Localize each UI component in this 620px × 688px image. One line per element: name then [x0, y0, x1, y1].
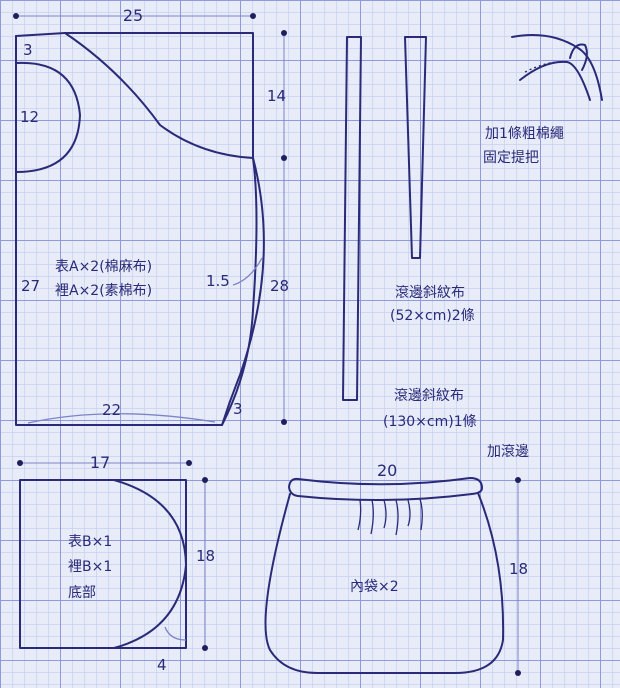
- binding-strip-short: [404, 36, 427, 259]
- binding-strip-long: [342, 36, 362, 401]
- inner-pocket-gather-5: [407, 499, 411, 527]
- piece-a-handle-opening-curve: [15, 61, 81, 173]
- inner-pocket-gathers: [357, 498, 423, 536]
- inner-pocket-gather-3: [383, 499, 387, 529]
- piece-a-height-label: 27: [21, 277, 40, 295]
- piece-b-corner-label: 4: [157, 656, 167, 674]
- piece-b-height-dim-dot-bottom: [202, 645, 208, 651]
- handle-rope-outer: [511, 34, 603, 101]
- piece-a-name-inner: 裡A×2(素棉布): [55, 282, 152, 299]
- handle-rope-inner: [519, 60, 591, 101]
- piece-b-width-dim-dot-right: [186, 460, 192, 466]
- piece-a-side-curve: [221, 157, 265, 426]
- piece-a-side-dim-dot-bottom: [281, 419, 287, 425]
- handle-rope-end-loop: [569, 43, 588, 71]
- inner-pocket-gather-1: [357, 499, 362, 531]
- handle-stitch-line: [524, 61, 561, 73]
- piece-b-width-label: 17: [90, 453, 110, 472]
- piece-a-side-dim-dot-top: [281, 30, 287, 36]
- binding-strip-short-label-line1: 滾邊斜紋布: [395, 285, 465, 301]
- piece-a-curve-guide-arc: [232, 257, 263, 286]
- inner-pocket-name: 內袋×2: [350, 579, 399, 595]
- handle-note-line1: 加1條粗棉繩: [485, 125, 564, 142]
- inner-pocket-height-label: 18: [509, 560, 528, 578]
- inner-pocket-height-dim-dot-bottom: [515, 670, 521, 676]
- piece-a-top-inset-label: 3: [23, 41, 33, 59]
- handle-note-line2: 固定提把: [483, 150, 539, 166]
- binding-strip-short-label-line2: (52×cm)2條: [390, 308, 475, 324]
- inner-pocket-gather-6: [419, 498, 423, 531]
- piece-a-outline: [15, 32, 258, 426]
- piece-a-handle-depth-label: 12: [20, 108, 39, 126]
- piece-a-bottom-guide-arc: [27, 413, 216, 424]
- inner-pocket-gather-2: [370, 499, 374, 535]
- piece-b-name-base: 底部: [68, 585, 96, 601]
- piece-b-name-outer: 表B×1: [68, 534, 112, 550]
- inner-pocket-height-dim-dot-top: [515, 477, 521, 483]
- piece-a-width-dim-dot-left: [13, 13, 19, 19]
- piece-a-width-label: 25: [123, 6, 143, 25]
- piece-a-top-edge-inset: [15, 32, 66, 61]
- piece-a: 25 3 12 14 27 28 1.5 22 3 表A×2(棉麻布) 裡A×2…: [13, 6, 289, 426]
- piece-b-name-inner: 裡B×1: [68, 559, 112, 575]
- inner-pocket: 20 18 加滾邊 內袋×2: [264, 444, 529, 676]
- piece-b-corner-guide-arc: [164, 626, 187, 641]
- piece-a-bottom-width-label: 22: [102, 401, 121, 419]
- handle-detail: 加1條粗棉繩 固定提把: [483, 34, 603, 166]
- piece-a-upper-height-label: 14: [267, 87, 286, 105]
- piece-b-height-dim-dot-top: [202, 477, 208, 483]
- piece-a-width-dim-dot-right: [250, 13, 256, 19]
- piece-b-base-curve: [113, 479, 187, 649]
- inner-pocket-gather-4: [395, 499, 399, 536]
- piece-a-corner-label: 3: [233, 400, 243, 418]
- piece-b-width-dim-dot-left: [17, 460, 23, 466]
- piece-b-height-label: 18: [196, 547, 215, 565]
- binding-strips: 滾邊斜紋布 (52×cm)2條 滾邊斜紋布 (130×cm)1條: [342, 36, 477, 430]
- inner-pocket-top-width-label: 20: [377, 461, 397, 480]
- piece-a-curve-offset-label: 1.5: [206, 272, 230, 290]
- inner-pocket-outline: [264, 492, 505, 675]
- piece-a-name-outer: 表A×2(棉麻布): [55, 258, 152, 275]
- inner-pocket-binding-band: [288, 477, 483, 502]
- piece-a-side-height-label: 28: [270, 277, 289, 295]
- piece-a-side-dim-dot-mid: [281, 155, 287, 161]
- binding-strip-long-label-line2: (130×cm)1條: [383, 414, 477, 430]
- binding-strip-long-label-line1: 滾邊斜紋布: [394, 388, 464, 404]
- piece-b: 17 18 4 表B×1 裡B×1 底部: [17, 453, 215, 674]
- inner-pocket-binding-note: 加滾邊: [487, 444, 529, 460]
